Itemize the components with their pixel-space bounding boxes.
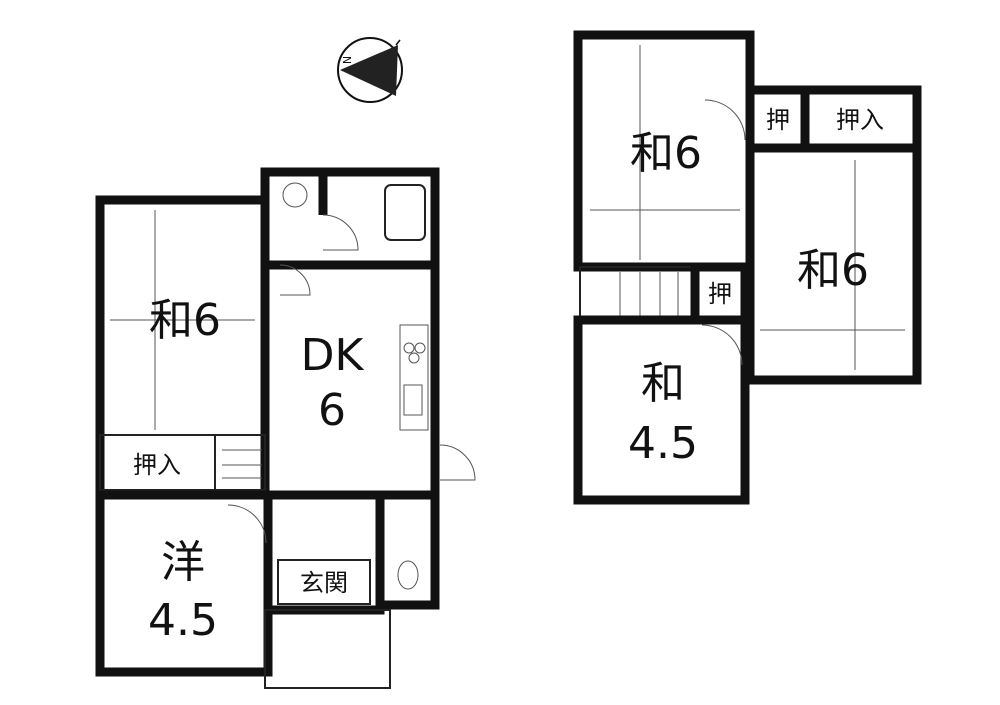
room-wa-name: 和 (149, 295, 193, 346)
right-unit: 和6 押 押入 和6 押 和 4.5 (573, 30, 922, 505)
left-unit: 和6 DK 6 押入 洋 4.5 玄関 (95, 167, 476, 689)
closet-small-mid-label: 押 (708, 280, 732, 308)
room-wa-bottom-size: 4.5 (628, 418, 698, 469)
closet-label: 押入 (133, 451, 181, 479)
room-wa-right-size: 6 (841, 245, 869, 296)
porch (264, 609, 391, 689)
compass-icon: N (337, 37, 403, 103)
svg-text:N: N (341, 56, 354, 64)
svg-text:和6: 和6 (797, 245, 869, 296)
room-wa-top-size: 6 (674, 128, 702, 179)
dk-name: DK (301, 330, 365, 381)
wall-room-wa-right (745, 143, 922, 385)
entrance-box (277, 559, 371, 605)
svg-text:和6: 和6 (630, 128, 702, 179)
wall-toilet (375, 490, 440, 610)
closet-top-label: 押入 (836, 106, 884, 134)
dk-size: 6 (318, 385, 346, 436)
wall-room-wa (95, 195, 270, 500)
wall-room-wa-bottom (573, 315, 750, 505)
western-size: 4.5 (148, 595, 218, 646)
closet-small-top-label: 押 (766, 106, 790, 134)
room-wa-bottom-name: 和 (641, 358, 685, 409)
svg-text:和6: 和6 (149, 295, 221, 346)
entrance-label: 玄関 (300, 569, 348, 597)
stairs (214, 434, 266, 491)
western-name: 洋 (161, 537, 205, 588)
room-wa-right-name: 和 (797, 245, 841, 296)
kitchen-counter (399, 324, 429, 431)
room-wa-size: 6 (193, 295, 221, 346)
room-wa-top-name: 和 (630, 128, 674, 179)
